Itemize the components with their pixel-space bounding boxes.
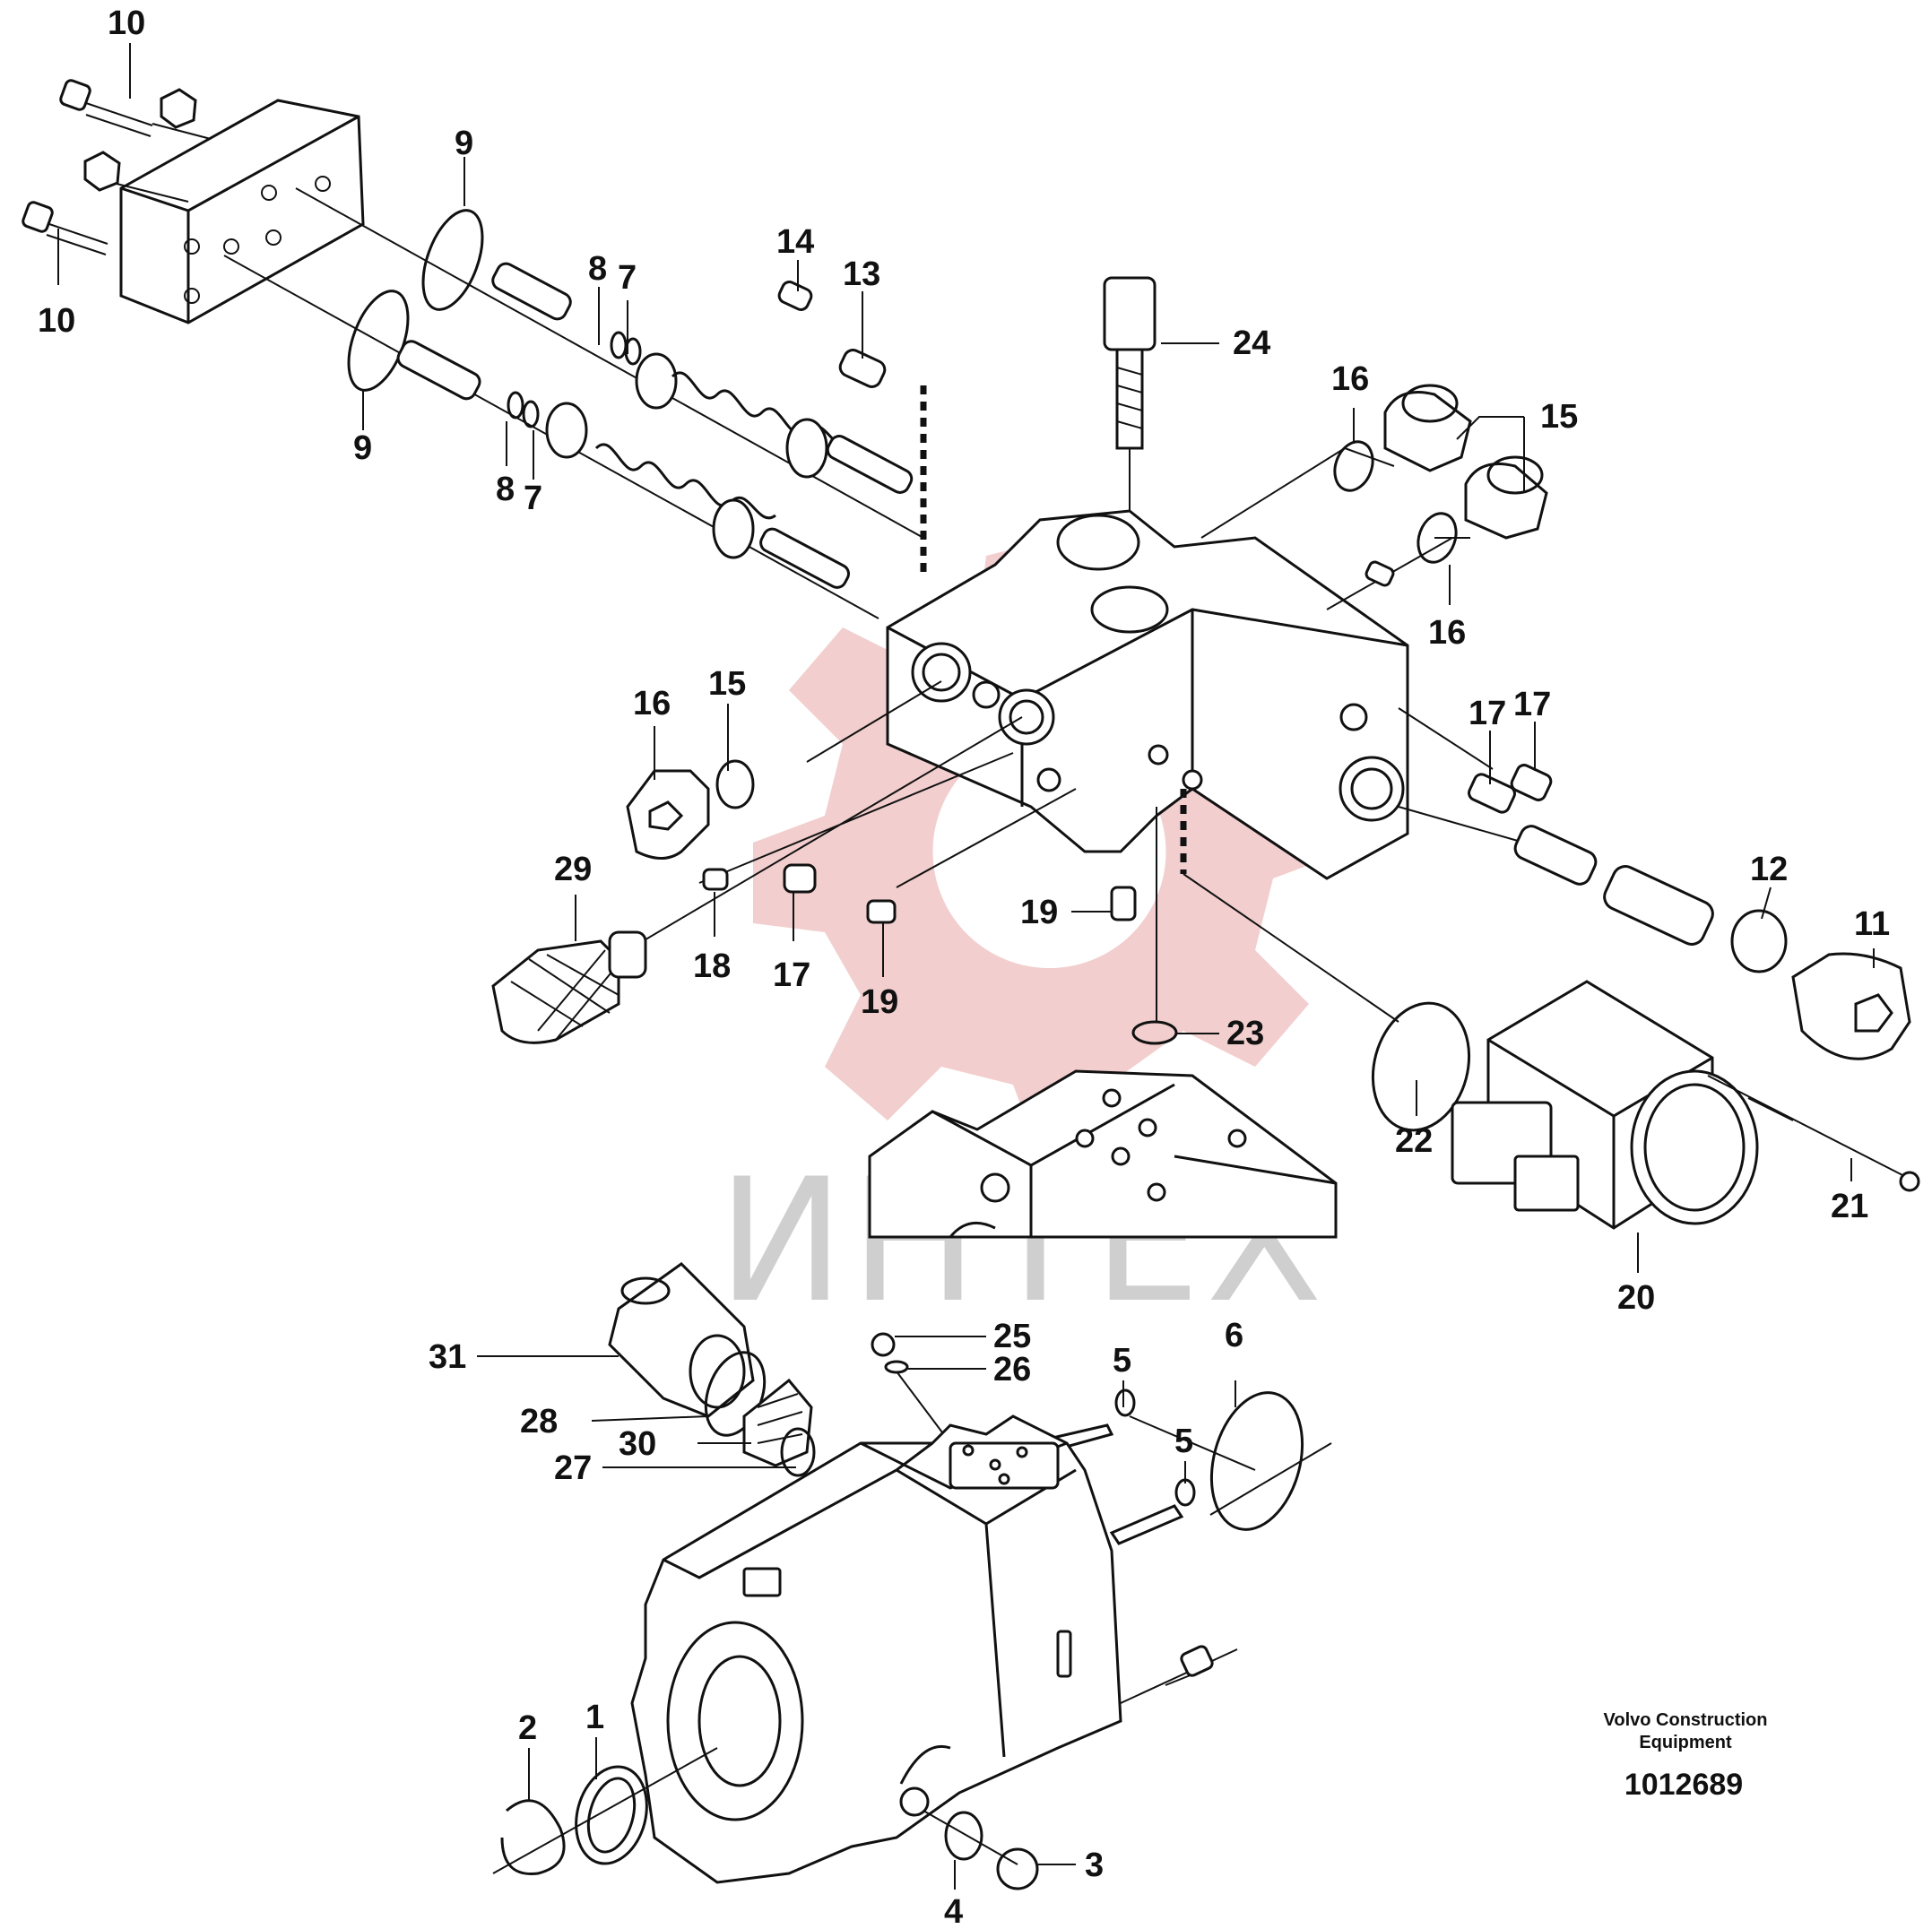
callout-label: 27 [554, 1449, 592, 1487]
callout-label: 25 [993, 1318, 1031, 1355]
o-ring-9-upper [421, 209, 484, 311]
plug-15-lower-right [1464, 455, 1548, 540]
callout-label: 21 [1831, 1188, 1868, 1225]
callout-label: 12 [1750, 851, 1788, 888]
bolt-24 [1103, 276, 1157, 605]
callout-label: 22 [1395, 1122, 1433, 1160]
callout-label: 15 [708, 665, 746, 703]
o-ring-12 [1730, 909, 1788, 973]
callout-label: 19 [1020, 894, 1058, 931]
seal-16-upper [1333, 440, 1374, 492]
o-ring-6 [1209, 1391, 1304, 1531]
callout-label: 26 [993, 1351, 1031, 1388]
o-ring-27 [780, 1427, 816, 1477]
callout-label: 18 [693, 947, 731, 985]
cover-plate-assembly [22, 79, 365, 324]
plug-17-left [783, 863, 817, 894]
o-ring-22 [1371, 1001, 1471, 1132]
valve-block [886, 509, 1409, 880]
callout-label: 24 [1233, 324, 1270, 362]
callout-label: 2 [518, 1709, 537, 1747]
part-14-plug [777, 281, 813, 311]
callout-label: 29 [554, 851, 592, 888]
callout-label: 10 [38, 302, 75, 340]
brand-line-2: Equipment [1639, 1733, 1732, 1752]
seal-26 [884, 1360, 909, 1374]
snap-ring-2 [500, 1799, 566, 1875]
callout-label: 17 [773, 956, 810, 994]
valve-insert-30 [742, 1378, 813, 1467]
plug-19-left [866, 899, 897, 924]
document-id: 1012689 [1624, 1768, 1743, 1802]
solenoid-20 [1451, 980, 1759, 1230]
spool-assembly-upper [295, 187, 924, 539]
callout-label: 13 [843, 255, 880, 293]
callout-label: 31 [429, 1338, 466, 1376]
small-plug [1365, 560, 1395, 587]
callout-label: 30 [619, 1425, 656, 1463]
seal-16-lower [1417, 512, 1458, 564]
pump-body [630, 1414, 1122, 1884]
seal-1 [575, 1765, 648, 1865]
plug-17-b [1510, 764, 1553, 801]
callout-label: 11 [1854, 905, 1890, 943]
callout-labels: 10 10 9 9 8 7 8 7 14 13 24 16 15 16 15 1… [38, 4, 1890, 1929]
callout-label: 5 [1174, 1423, 1193, 1460]
plug-19-right [1110, 886, 1137, 921]
callout-label: 16 [1331, 360, 1369, 398]
callout-label: 8 [588, 250, 607, 288]
plug-15-upper-right [1383, 384, 1472, 472]
spool-assembly-lower [223, 255, 879, 619]
callout-label: 23 [1226, 1015, 1264, 1052]
callout-label: 15 [1540, 398, 1578, 436]
callout-label: 16 [633, 685, 671, 722]
plug-15-left [626, 769, 710, 860]
brand-line-1: Volvo Construction [1604, 1710, 1768, 1730]
leader-lines [57, 43, 1875, 1890]
callout-label: 16 [1428, 614, 1466, 652]
callout-label: 4 [944, 1893, 963, 1929]
callout-label: 19 [861, 983, 898, 1021]
plug-17-a [1468, 773, 1516, 814]
callout-label: 17 [1468, 695, 1506, 732]
plug-25 [871, 1332, 896, 1357]
callout-label: 7 [524, 480, 542, 517]
plug-18 [702, 868, 729, 891]
callout-label: 9 [353, 429, 372, 467]
screw-5-lower [1109, 1478, 1196, 1545]
filter-29 [491, 930, 647, 1044]
callout-label: 6 [1225, 1317, 1243, 1354]
seal-4 [944, 1811, 983, 1861]
callout-label: 10 [108, 4, 145, 42]
callout-label: 20 [1617, 1279, 1655, 1317]
callout-label: 5 [1113, 1342, 1131, 1380]
bolt-shaft [1120, 1648, 1238, 1704]
callout-label: 14 [776, 223, 814, 261]
callout-label: 1 [585, 1699, 604, 1736]
adapter [1513, 825, 1598, 886]
seal-16-left [715, 759, 755, 809]
callout-label: 3 [1085, 1847, 1104, 1884]
callout-label: 28 [520, 1403, 558, 1440]
screw-21 [1707, 1075, 1920, 1192]
bolt-head [1180, 1645, 1214, 1677]
callout-label: 17 [1513, 686, 1551, 723]
plug-31 [608, 1262, 755, 1418]
callout-label: 7 [618, 259, 637, 297]
valve-cartridge [1603, 865, 1714, 946]
pump-mounting-face [868, 1069, 1338, 1239]
callout-label: 8 [496, 471, 515, 508]
part-13-sleeve [838, 349, 887, 388]
callout-label: 9 [455, 125, 473, 162]
plug-3 [996, 1847, 1039, 1890]
plug-11 [1791, 952, 1911, 1060]
